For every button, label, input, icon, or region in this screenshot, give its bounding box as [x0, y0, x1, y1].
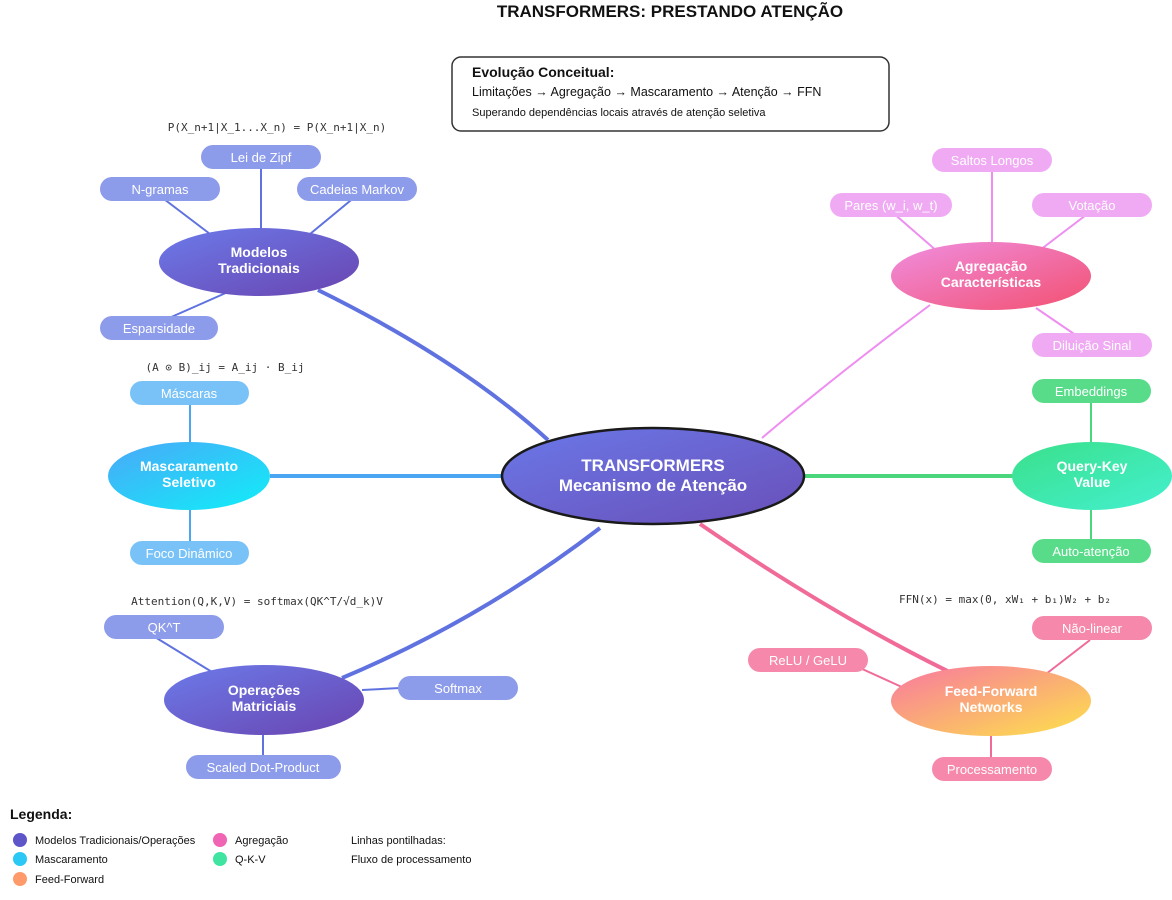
chip-nao-linear-label: Não-linear [1062, 621, 1123, 636]
connector-aggregation [761, 304, 931, 439]
link-pares [891, 211, 939, 253]
chip-relu-gelu: ReLU / GeLU [748, 648, 868, 672]
chip-softmax-label: Softmax [434, 681, 482, 696]
chip-embeddings: Embeddings [1032, 379, 1151, 403]
chip-softmax: Softmax [398, 676, 518, 700]
chip-pares-label: Pares (w_i, w_t) [844, 198, 937, 213]
chip-scaled-dot-product-label: Scaled Dot-Product [207, 760, 320, 775]
legend-label-traditional: Modelos Tradicionais/Operações [35, 835, 196, 847]
chip-mascaras-label: Máscaras [161, 386, 218, 401]
link-votacao [1039, 211, 1091, 251]
node-matrix: Operações Matriciais [164, 665, 364, 735]
node-traditional-line2: Tradicionais [218, 260, 300, 276]
legend-swatch-masking [13, 852, 27, 866]
legend-note-line2: Fluxo de processamento [351, 854, 471, 866]
node-masking-line1: Mascaramento [140, 458, 238, 474]
chip-cadeias-markov-label: Cadeias Markov [310, 182, 404, 197]
chip-lei-de-zipf: Lei de Zipf [201, 145, 321, 169]
link-relu [859, 667, 905, 689]
chip-auto-atencao-label: Auto-atenção [1052, 544, 1129, 559]
center-line2: Mecanismo de Atenção [559, 476, 747, 495]
connector-matrix [341, 526, 602, 680]
connector-traditional [317, 288, 550, 442]
formula-ffn: FFN(x) = max(0, xW₁ + b₁)W₂ + b₂ [899, 593, 1111, 606]
node-center: TRANSFORMERS Mecanismo de Atenção [500, 426, 806, 526]
link-softmax [361, 687, 401, 691]
chip-lei-de-zipf-label: Lei de Zipf [231, 150, 292, 165]
chip-relu-gelu-label: ReLU / GeLU [769, 653, 847, 668]
evolution-box: Evolução Conceitual: Limitações → Agrega… [451, 56, 890, 132]
node-ffn-line1: Feed-Forward [945, 683, 1038, 699]
legend-note-line1: Linhas pontilhadas: [351, 835, 446, 847]
legend-label-qkv: Q-K-V [235, 854, 266, 866]
node-matrix-line2: Matriciais [232, 698, 297, 714]
chip-processamento: Processamento [932, 757, 1052, 781]
chip-votacao-label: Votação [1069, 198, 1116, 213]
chip-qkt-label: QK^T [148, 620, 181, 635]
legend-swatch-qkv [213, 852, 227, 866]
node-ffn-line2: Networks [959, 699, 1022, 715]
chip-nao-linear: Não-linear [1032, 616, 1152, 640]
main-connectors [270, 288, 1014, 682]
chip-auto-atencao: Auto-atenção [1032, 539, 1151, 563]
chip-foco-dinamico-label: Foco Dinâmico [146, 546, 233, 561]
node-aggregation: Agregação Características [891, 242, 1091, 310]
node-traditional: Modelos Tradicionais [159, 228, 359, 296]
link-ngramas [159, 195, 211, 235]
connector-ffn [698, 522, 967, 682]
legend-heading: Legenda: [10, 806, 72, 822]
evolution-subtitle: Superando dependências locais através de… [472, 107, 766, 119]
chip-pares: Pares (w_i, w_t) [830, 193, 952, 217]
chip-foco-dinamico: Foco Dinâmico [130, 541, 249, 565]
formula-hadamard: (A ⊙ B)_ij = A_ij · B_ij [146, 361, 305, 374]
evolution-heading: Evolução Conceitual: [472, 64, 614, 80]
page-title: TRANSFORMERS: PRESTANDO ATENÇÃO [497, 1, 843, 21]
chip-n-gramas-label: N-gramas [131, 182, 189, 197]
node-masking-line2: Seletivo [162, 474, 216, 490]
evolution-flow: Limitações → Agregação → Mascaramento → … [472, 85, 821, 99]
chip-qkt: QK^T [104, 615, 224, 639]
legend-swatch-aggregation [213, 833, 227, 847]
chip-diluicao-sinal: Diluição Sinal [1032, 333, 1152, 357]
chip-connectors [149, 168, 1092, 758]
node-aggregation-line2: Características [941, 274, 1042, 290]
chip-saltos-longos: Saltos Longos [932, 148, 1052, 172]
link-markov [309, 195, 357, 235]
chip-embeddings-label: Embeddings [1055, 384, 1128, 399]
node-qkv: Query-Key Value [1012, 442, 1172, 510]
formula-markov: P(X_n+1|X_1...X_n) = P(X_n+1|X_n) [168, 121, 387, 134]
chip-processamento-label: Processamento [947, 762, 1037, 777]
chip-n-gramas: N-gramas [100, 177, 220, 201]
legend-swatch-ffn [13, 872, 27, 886]
node-ffn: Feed-Forward Networks [891, 666, 1091, 736]
chip-saltos-longos-label: Saltos Longos [951, 153, 1034, 168]
legend-label-aggregation: Agregação [235, 835, 288, 847]
node-traditional-line1: Modelos [231, 244, 288, 260]
chip-scaled-dot-product: Scaled Dot-Product [186, 755, 341, 779]
legend-label-ffn: Feed-Forward [35, 874, 104, 886]
node-masking: Mascaramento Seletivo [108, 442, 270, 510]
node-qkv-line2: Value [1074, 474, 1111, 490]
chip-esparsidade: Esparsidade [100, 316, 218, 340]
chip-votacao: Votação [1032, 193, 1152, 217]
legend: Legenda: Modelos Tradicionais/Operações … [10, 806, 471, 886]
legend-label-masking: Mascaramento [35, 854, 108, 866]
chip-cadeias-markov: Cadeias Markov [297, 177, 417, 201]
node-aggregation-line1: Agregação [955, 258, 1027, 274]
link-qkt [149, 633, 213, 673]
center-line1: TRANSFORMERS [581, 456, 725, 475]
chip-esparsidade-label: Esparsidade [123, 321, 195, 336]
node-qkv-line1: Query-Key [1057, 458, 1128, 474]
formula-attention: Attention(Q,K,V) = softmax(QK^T/√d_k)V [131, 595, 383, 608]
chip-mascaras: Máscaras [130, 381, 249, 405]
legend-swatch-traditional [13, 833, 27, 847]
chip-diluicao-sinal-label: Diluição Sinal [1053, 338, 1132, 353]
link-naolinear [1045, 639, 1091, 675]
evolution-box-frame [451, 56, 890, 132]
node-matrix-line1: Operações [228, 682, 301, 698]
